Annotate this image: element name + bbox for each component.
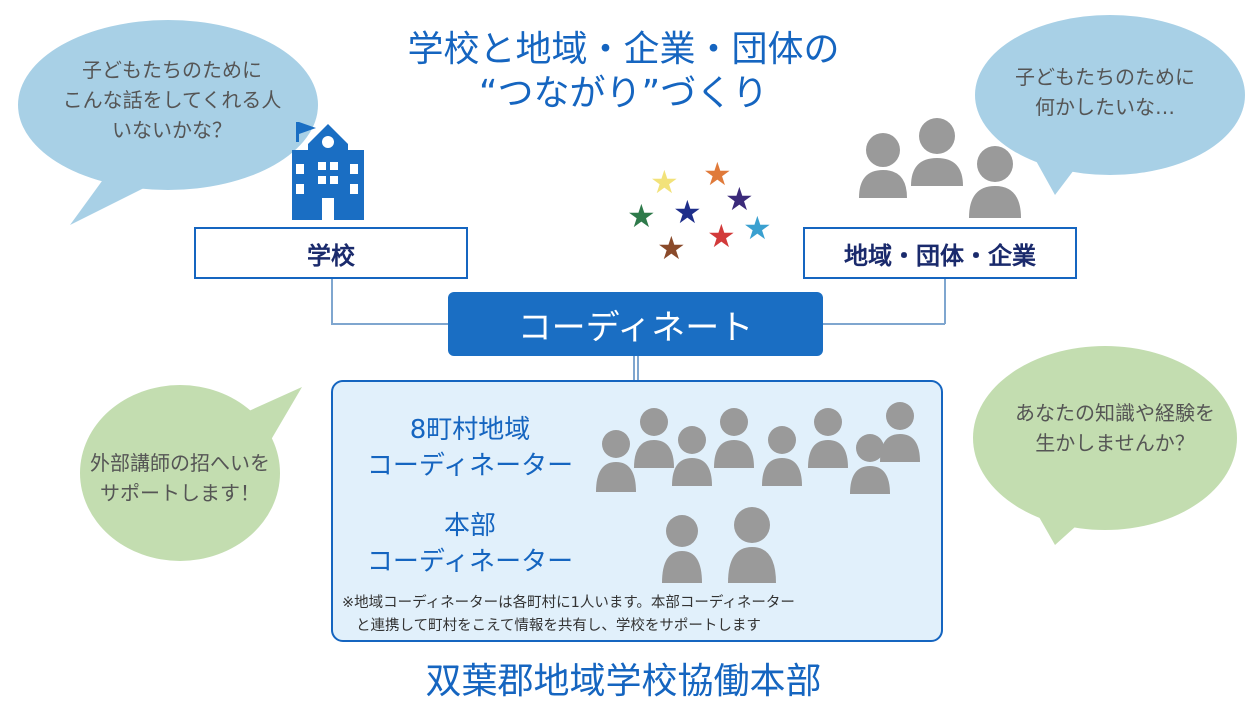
title-line-2: “つながり”づくり — [478, 73, 769, 114]
bubble-text-bottom-right: あなたの知識や経験を 生かしませんか？ — [1015, 401, 1215, 455]
title-line-1: 学校と地域・企業・団体の — [407, 29, 840, 70]
organization-name: 双葉郡地域学校協働本部 — [425, 661, 822, 702]
person-icon — [808, 408, 848, 468]
stars-drawing-icon: ★ ★ ★ ★ ★ ★ ★ ★ — [627, 155, 772, 267]
person-icon — [662, 515, 702, 583]
school-building-icon — [292, 122, 364, 220]
svg-text:★: ★ — [703, 155, 732, 193]
svg-text:★: ★ — [743, 209, 772, 247]
person-icon — [714, 408, 754, 468]
hq-coordinator-label: 本部 コーディネーター — [366, 511, 574, 577]
person-icon — [762, 426, 802, 486]
bubble-shape — [973, 346, 1237, 545]
coordinator-note: ※地域コーディネーターは各町村に1人います。本部コーディネーター と連携して町村… — [342, 595, 795, 634]
connector-panel-right — [637, 356, 639, 381]
connector-school-vertical — [331, 277, 333, 324]
school-box: 学校 — [194, 227, 468, 279]
people-group-icon — [859, 118, 1021, 218]
connector-school-horizontal — [331, 323, 449, 325]
bubble-shape — [18, 20, 318, 225]
person-icon — [880, 402, 920, 462]
svg-text:★: ★ — [657, 229, 686, 267]
svg-text:★: ★ — [707, 217, 736, 255]
bubble-text-top-right: 子どもたちのために 何かしたいな… — [1015, 65, 1195, 119]
connector-community-vertical — [944, 277, 946, 324]
person-icon — [850, 434, 890, 494]
bubble-text-bottom-left: 外部講師の招へいを サポートします！ — [90, 451, 270, 505]
bubble-text-top-left: 子どもたちのために こんな話をしてくれる人 いないかな？ — [62, 58, 282, 142]
regional-coordinators-icon — [596, 402, 920, 494]
bubble-shape — [975, 15, 1245, 195]
community-box: 地域・団体・企業 — [803, 227, 1077, 279]
person-icon — [634, 408, 674, 468]
svg-text:★: ★ — [673, 193, 702, 231]
connector-panel-left — [633, 356, 635, 381]
svg-text:★: ★ — [725, 180, 754, 218]
hq-coordinators-icon — [662, 507, 776, 583]
connector-community-horizontal — [823, 323, 945, 325]
person-icon — [596, 430, 636, 492]
person-icon — [672, 426, 712, 486]
svg-text:★: ★ — [650, 163, 679, 201]
bubble-shape — [80, 385, 302, 561]
regional-coordinator-label: 8町村地域 コーディネーター — [366, 415, 574, 481]
coordinate-button[interactable]: コーディネート — [448, 292, 823, 356]
svg-text:★: ★ — [627, 197, 656, 235]
person-icon — [728, 507, 776, 583]
